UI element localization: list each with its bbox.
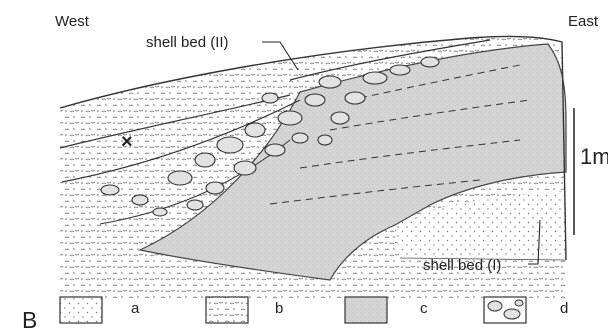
legend-swatch-c (345, 297, 387, 323)
legend-key-d: d (560, 301, 568, 316)
marker-symbol: × (121, 132, 133, 152)
scale-bar-label: 1m (580, 146, 608, 168)
legend-swatch-b (206, 297, 248, 323)
legend-swatch-a (60, 297, 102, 323)
panel-label: B (22, 309, 37, 332)
legend-key-b: b (275, 301, 283, 316)
shell-bed-ii-label: shell bed (II) (146, 35, 229, 50)
west-label: West (55, 14, 89, 29)
shell-bed-i-label: shell bed (I) (423, 258, 501, 273)
legend-key-a: a (131, 301, 139, 316)
east-label: East (568, 14, 598, 29)
legend-key-c: c (420, 301, 428, 316)
legend-swatch-d (484, 297, 526, 323)
